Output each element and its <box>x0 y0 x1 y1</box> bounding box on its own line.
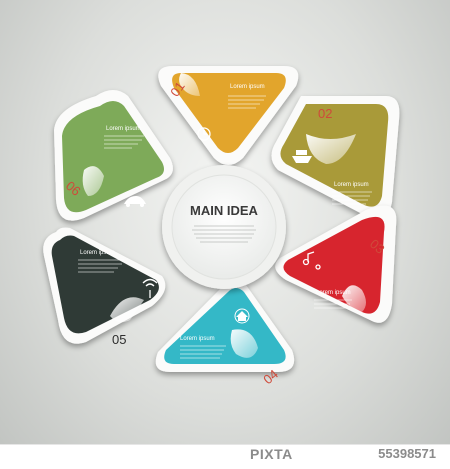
page-curl-06 <box>82 166 104 196</box>
segment-04-fill <box>164 288 286 364</box>
watermark-bar <box>0 444 450 469</box>
watermark-logo: PIXTA <box>250 446 293 462</box>
main-idea-title: MAIN IDEA <box>190 203 259 218</box>
page-curl-04 <box>230 329 258 358</box>
clock-icon <box>197 127 211 141</box>
segment-06-fill <box>62 101 164 213</box>
segment-03-label: Lorem ipsum <box>316 290 351 296</box>
home-icon <box>234 308 250 324</box>
segment-01-label: Lorem ipsum <box>230 84 265 90</box>
center-circle <box>171 174 277 280</box>
page-curl-02 <box>306 134 356 164</box>
page-curl-03 <box>342 285 366 312</box>
boat-icon <box>292 150 312 163</box>
step-number-05: 05 <box>112 332 126 347</box>
segment-01-fill <box>172 73 286 153</box>
car-icon <box>124 196 146 207</box>
music-icon <box>302 251 321 270</box>
segment-05-label: Lorem ipsum <box>80 250 115 256</box>
page-curls <box>82 73 366 358</box>
segment-02-label: Lorem ipsum <box>334 182 369 188</box>
segment-labels: Lorem ipsum Lorem ipsum Lorem ipsum Lore… <box>80 84 369 342</box>
step-number-01: 01 <box>167 79 188 99</box>
center-hub: MAIN IDEA <box>162 165 286 289</box>
page-curl-05 <box>110 297 144 323</box>
step-numbers: 01 02 03 04 05 06 <box>63 79 388 387</box>
segment-06-label: Lorem ipsum <box>106 126 141 132</box>
segment-icons <box>124 127 321 324</box>
antenna-icon <box>142 278 158 298</box>
watermark-image-id: 55398571 <box>378 446 436 461</box>
step-number-02: 02 <box>318 106 332 121</box>
filler-text-lines <box>78 95 372 359</box>
center-filler-lines <box>192 225 256 243</box>
segment-04-label: Lorem ipsum <box>180 336 215 342</box>
page-curl-01 <box>179 73 200 96</box>
